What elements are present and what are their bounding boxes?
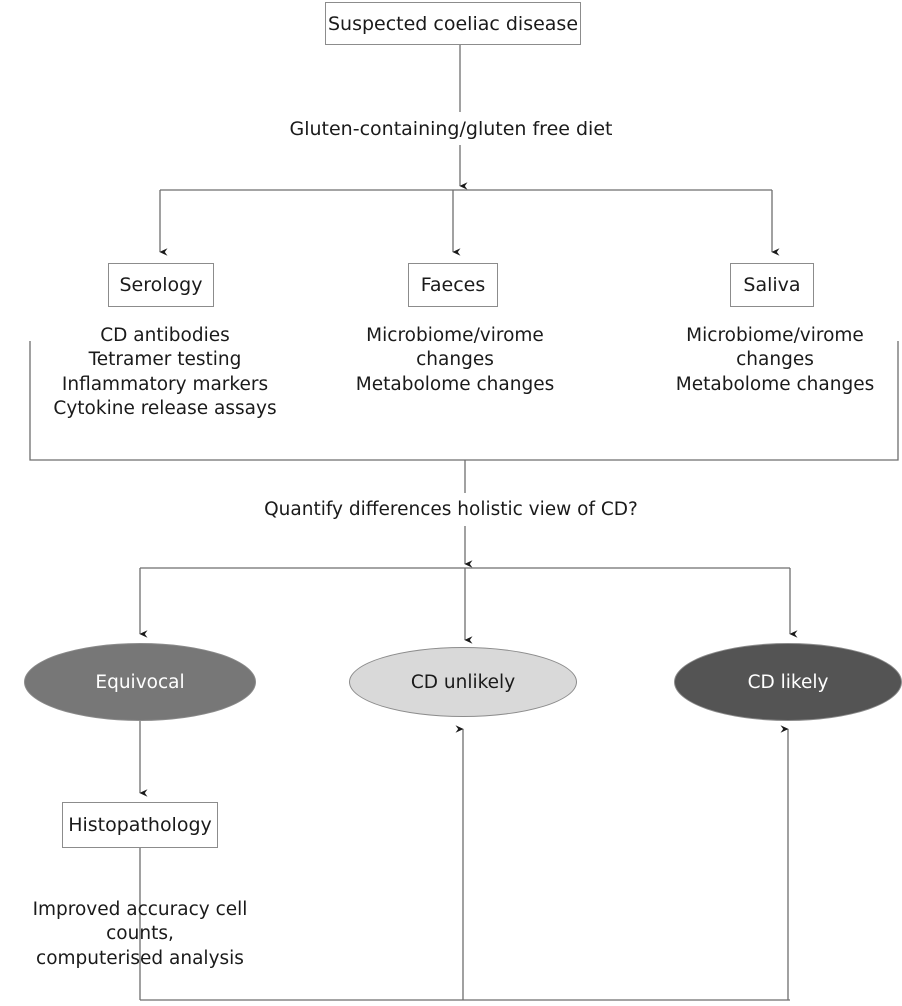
node-cd-unlikely[interactable]: CD unlikely [349,647,577,717]
label-quantify-differences: Quantify differences holistic view of CD… [264,499,638,520]
node-equivocal[interactable]: Equivocal [24,643,256,721]
label-faeces-tests: Microbiome/virome changes Metabolome cha… [355,325,555,395]
merge-bracket-samples [29,341,899,461]
label-histopathology-detail: Improved accuracy cell counts, computeri… [32,899,248,969]
node-saliva[interactable]: Saliva [730,263,814,307]
node-suspected-coeliac-disease[interactable]: Suspected coeliac disease [325,2,581,45]
node-label: CD likely [747,671,829,693]
node-cd-likely[interactable]: CD likely [674,643,902,721]
node-label: Equivocal [95,671,185,693]
node-label: Saliva [743,274,801,296]
label-saliva-tests: Microbiome/virome changes Metabolome cha… [675,325,875,395]
node-label: Faeces [420,274,486,296]
node-label: Serology [119,274,203,296]
node-label: Histopathology [68,814,212,836]
node-label: CD unlikely [410,671,516,693]
node-serology[interactable]: Serology [108,263,214,307]
node-label: Suspected coeliac disease [327,12,579,35]
node-faeces[interactable]: Faeces [408,263,498,307]
label-serology-tests: CD antibodies Tetramer testing Inflammat… [53,325,277,420]
label-gluten-diet: Gluten-containing/gluten free diet [289,118,613,140]
node-histopathology[interactable]: Histopathology [62,802,218,848]
